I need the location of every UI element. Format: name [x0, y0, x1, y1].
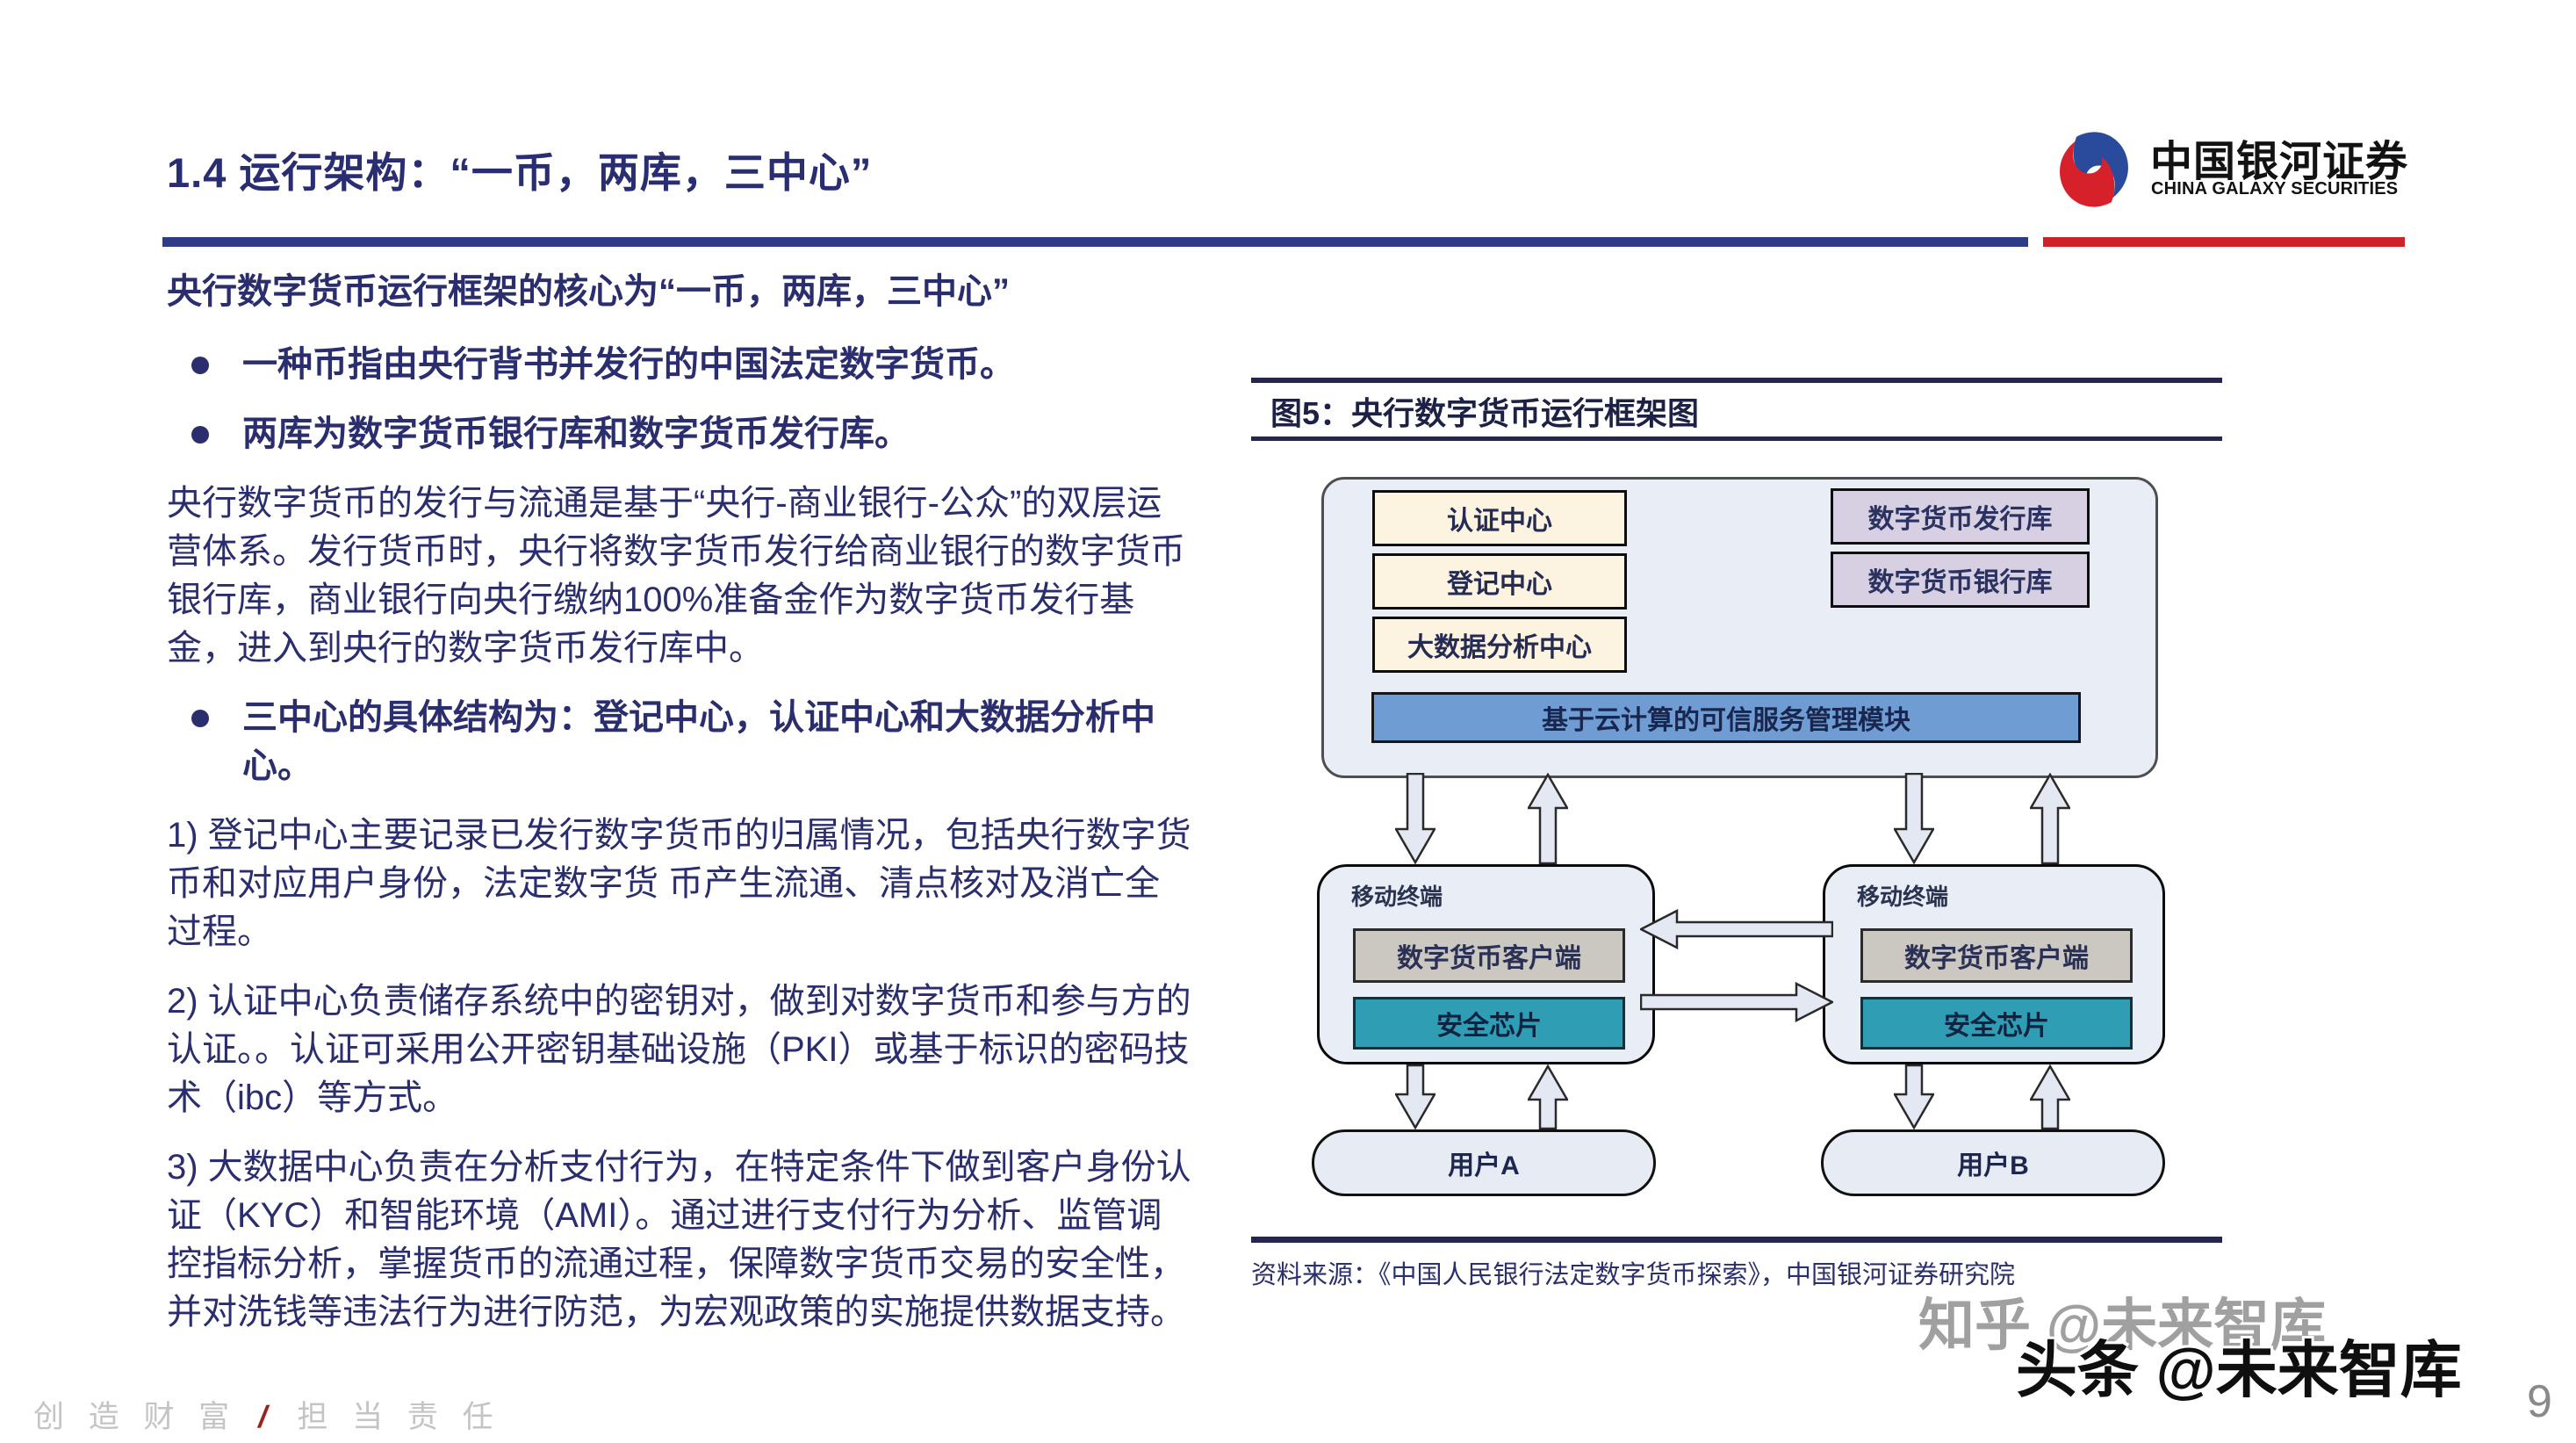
bullet-text: 三中心的具体结构为：登记中心，认证中心和大数据分析中心。: [242, 698, 1155, 785]
arrow-left-icon: [1640, 909, 1833, 949]
security-chip-box: 安全芯片: [1860, 997, 2133, 1050]
body-text-column: 央行数字货币运行框架的核心为“一币，两库，三中心” 一种币指由央行背书并发行的中…: [167, 268, 1192, 1358]
digital-currency-client-box: 数字货币客户端: [1353, 928, 1625, 983]
bullet-text: 两库为数字货币银行库和数字货币发行库。: [242, 415, 910, 453]
header-divider-red: [2043, 237, 2405, 247]
registration-center-box: 登记中心: [1372, 553, 1627, 610]
figure-source: 资料来源：《中国人民银行法定数字货币探索》，中国银河证券研究院: [1251, 1261, 2016, 1289]
bullet-dot-icon: [191, 710, 209, 727]
arrow-down-icon: [1395, 1064, 1436, 1129]
slogan-right: 担 当 责 任: [297, 1400, 501, 1434]
mobile-terminal-b-box: 移动终端 数字货币客户端 安全芯片: [1823, 864, 2165, 1064]
bullet-item-three-centers: 三中心的具体结构为：登记中心，认证中心和大数据分析中心。: [167, 694, 1192, 790]
bigdata-analysis-center-box: 大数据分析中心: [1372, 617, 1627, 673]
figure-rule-under-title: [1251, 437, 2222, 441]
digital-currency-client-box: 数字货币客户端: [1860, 928, 2133, 983]
box-label: 数字货币客户端: [1904, 944, 2089, 973]
paragraph-registration-center: 1) 登记中心主要记录已发行数字货币的归属情况，包括央行数字货币和对应用户身份，…: [167, 816, 1191, 951]
arrow-up-icon: [1528, 1064, 1568, 1129]
paragraph-bigdata-center: 3) 大数据中心负责在分析支付行为，在特定条件下做到客户身份认证（KYC）和智能…: [167, 1148, 1191, 1331]
lead-statement: 央行数字货币运行框架的核心为“一币，两库，三中心”: [167, 272, 1010, 311]
bullet-dot-icon: [191, 426, 209, 444]
security-chip-box: 安全芯片: [1353, 997, 1625, 1050]
box-label: 数字货币客户端: [1397, 944, 1581, 973]
arrow-down-icon: [1894, 1064, 1934, 1129]
box-label: 登记中心: [1447, 570, 1552, 599]
paragraph-authentication-center: 2) 认证中心负责储存系统中的密钥对，做到对数字货币和参与方的认证。。认证可采用…: [167, 982, 1191, 1117]
figure-title: 图5：央行数字货币运行框架图: [1270, 395, 1700, 431]
page-title: 1.4 运行架构：“一币，两库，三中心”: [167, 149, 873, 196]
figure-rule-bottom: [1251, 1237, 2222, 1243]
box-label: 基于云计算的可信服务管理模块: [1542, 706, 1910, 735]
logo-text-en: CHINA GALAXY SECURITIES: [2151, 179, 2399, 198]
slogan-left: 创 造 财 富: [33, 1400, 238, 1434]
watermark-toutiao: 头条 @未来智库: [2016, 1336, 2462, 1404]
box-label: 数字货币发行库: [1867, 505, 2053, 534]
bullet-dot-icon: [191, 357, 209, 374]
company-logo: 中国银河证券 CHINA GALAXY SECURITIES: [2052, 121, 2421, 222]
galaxy-swirl-icon: [2060, 132, 2128, 207]
box-label: 大数据分析中心: [1407, 633, 1592, 662]
arrow-down-icon: [1894, 773, 1934, 864]
terminal-label: 移动终端: [1857, 884, 1949, 910]
user-a-box: 用户A: [1312, 1129, 1656, 1196]
page-number: 9: [2527, 1376, 2552, 1427]
arrow-down-icon: [1395, 773, 1436, 864]
box-label: 数字货币银行库: [1867, 568, 2053, 597]
mobile-terminal-a-box: 移动终端 数字货币客户端 安全芯片: [1317, 864, 1655, 1064]
watermark-zhihu: 知乎 @未来智库: [1918, 1294, 2327, 1357]
box-label: 用户B: [1957, 1151, 2029, 1180]
logo-text-cn: 中国银河证券: [2150, 139, 2409, 185]
authentication-center-box: 认证中心: [1372, 490, 1627, 546]
paragraph-issuance: 央行数字货币的发行与流通是基于“央行-商业银行-公众”的双层运营体系。发行货币时…: [167, 484, 1185, 667]
figure-rule-top: [1251, 378, 2222, 383]
bullet-item-one-currency: 一种币指由央行背书并发行的中国法定数字货币。: [167, 341, 1192, 389]
terminal-label: 移动终端: [1351, 884, 1443, 910]
arrow-up-icon: [2030, 773, 2070, 864]
cloud-trusted-service-module-box: 基于云计算的可信服务管理模块: [1371, 692, 2081, 743]
arrow-up-icon: [1528, 773, 1568, 864]
box-label: 认证中心: [1447, 507, 1552, 536]
arrow-right-icon: [1640, 982, 1833, 1022]
bank-vault-box: 数字货币银行库: [1831, 552, 2090, 608]
box-label: 安全芯片: [1944, 1012, 2049, 1041]
slogan-slash: /: [255, 1400, 279, 1434]
issuance-vault-box: 数字货币发行库: [1831, 488, 2090, 545]
arrow-up-icon: [2030, 1064, 2070, 1129]
header-divider-navy: [162, 237, 2028, 247]
footer-slogan: 创 造 财 富 / 担 当 责 任: [33, 1392, 501, 1437]
bullet-text: 一种币指由央行背书并发行的中国法定数字货币。: [242, 345, 1015, 384]
box-label: 用户A: [1448, 1151, 1520, 1180]
user-b-box: 用户B: [1821, 1129, 2165, 1196]
bullet-item-two-vaults: 两库为数字货币银行库和数字货币发行库。: [167, 410, 1192, 458]
box-label: 安全芯片: [1436, 1012, 1542, 1041]
